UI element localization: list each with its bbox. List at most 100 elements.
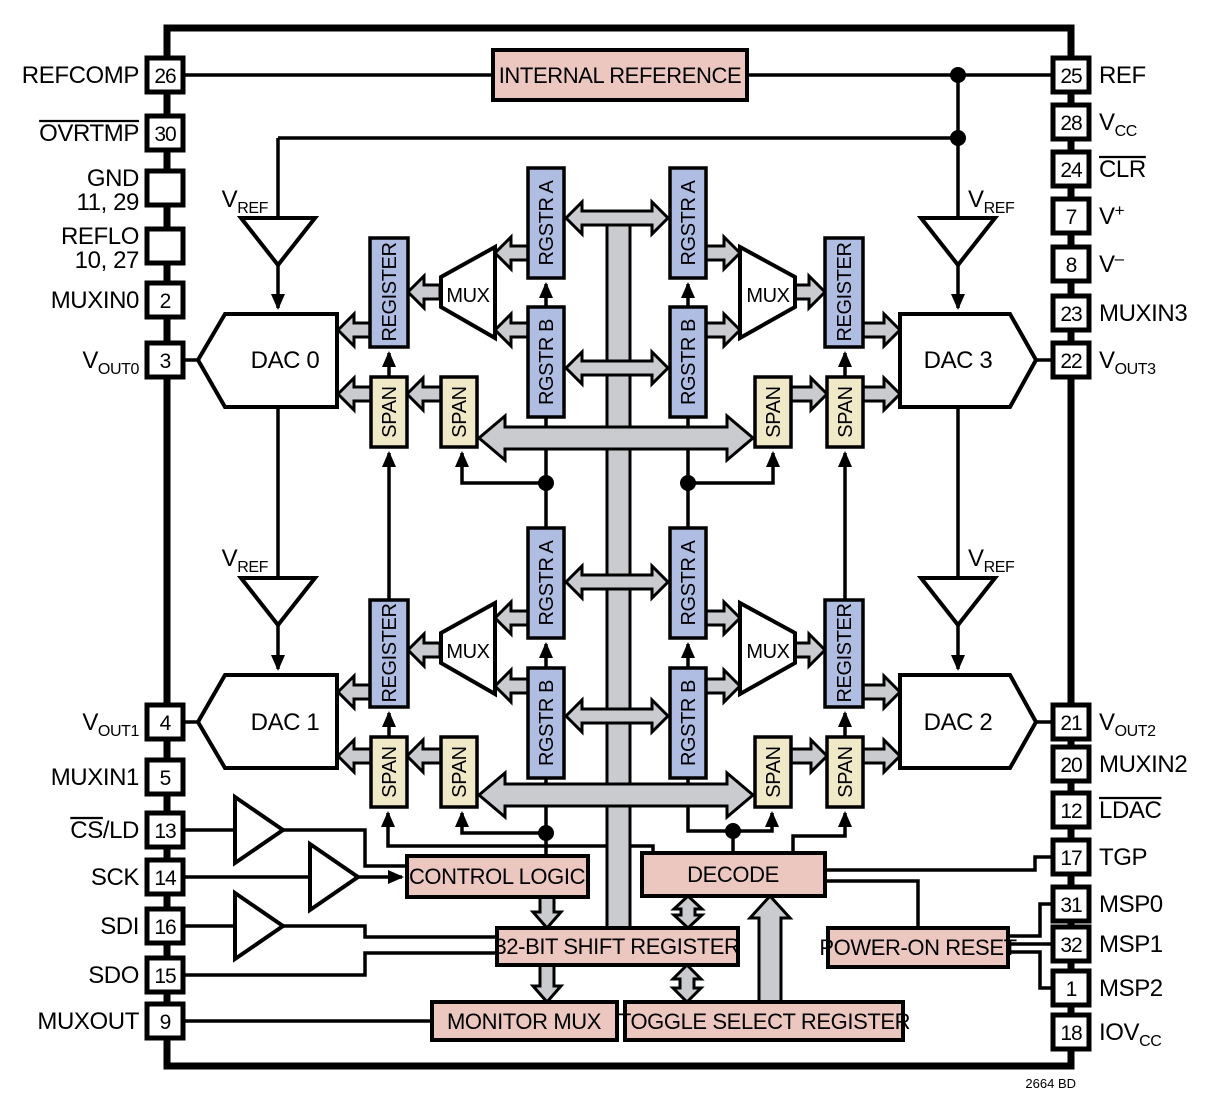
- pin-box: [144, 55, 186, 95]
- shift-register-block: [495, 926, 740, 967]
- pin-number: 15: [154, 965, 176, 988]
- span1-bottom-right-label: SPAN: [763, 746, 785, 797]
- toggle-select-register-block: [623, 1000, 905, 1042]
- shift-register-label: 32-BIT SHIFT REGISTER: [494, 934, 739, 959]
- vref-amp-top-left: [236, 216, 320, 269]
- monitor-mux-block: [430, 1000, 619, 1042]
- mux-top-right: [738, 243, 797, 342]
- arrow-span2-to-span1-tl: [404, 374, 443, 414]
- vref-label-bottom-left: VREF: [222, 545, 269, 576]
- pin-label-line2: 11, 29: [76, 189, 139, 216]
- rgstr-a-bottom-right: [668, 526, 708, 640]
- pin-box: [144, 906, 186, 946]
- pin-number: 4: [160, 712, 172, 735]
- pin-box: [144, 702, 186, 742]
- pin-label: TGP: [1099, 844, 1147, 871]
- pin-label: CS/LD: [70, 817, 139, 844]
- mux-top-right-label: MUX: [746, 285, 789, 307]
- span1-bottom-left: [369, 735, 409, 809]
- span2-top-right: [825, 375, 865, 449]
- pin-box: [1050, 744, 1092, 784]
- pin-label: MUXIN2: [1099, 751, 1187, 778]
- wire-42: [183, 951, 497, 977]
- register-bottom-left-label: REGISTER: [379, 603, 401, 702]
- pin-number: 13: [154, 820, 176, 843]
- vref-amp-top-right: [916, 216, 1000, 269]
- arrow-rgstrb-to-mux-bl: [492, 666, 530, 706]
- wire-34: [381, 811, 655, 853]
- csld-buffer: [233, 793, 287, 867]
- rgstr-b-bottom-left: [526, 666, 566, 780]
- arrow-rgstra-to-mux-tl: [492, 233, 530, 273]
- sdi-buffer: [233, 889, 287, 963]
- pin-box: [1050, 340, 1092, 380]
- pin-box: [1050, 968, 1092, 1008]
- register-bottom-right-label: REGISTER: [834, 603, 856, 702]
- pin-number: 8: [1066, 254, 1077, 277]
- pin-number: 26: [154, 65, 176, 88]
- register-top-left: [368, 236, 410, 349]
- pin-number: 25: [1060, 65, 1082, 88]
- span1-bottom-right: [753, 735, 793, 809]
- arrow-span1-to-span2-tr: [789, 374, 830, 414]
- rgstr-a-top-left: [526, 166, 566, 280]
- arrow-mux-to-register-br: [793, 630, 828, 670]
- pin-box: [144, 757, 186, 797]
- wire-41: [283, 924, 497, 939]
- rgstr-b-bottom-left-label: RGSTR B: [536, 680, 558, 766]
- pin-number: 9: [160, 1011, 171, 1034]
- bus-row-rgstr-a-top: [563, 198, 671, 238]
- pin-box: [1050, 884, 1092, 924]
- decode-label: DECODE: [687, 862, 779, 887]
- arrow-rgstra-to-mux-bl: [492, 598, 530, 638]
- function-blocks: DAC 0 DAC 3 DAC 1 DAC 2 MUX MUX MUX MUX …: [195, 48, 1039, 1042]
- pin-box: [1050, 102, 1092, 142]
- pin-label: MUXOUT: [37, 1008, 139, 1035]
- internal-reference-label: INTERNAL REFERENCE: [499, 63, 742, 88]
- pin-box: [144, 810, 186, 850]
- arrow-mux-to-register-tr: [793, 272, 828, 312]
- pin-box: [1050, 149, 1092, 189]
- pin-box: [1050, 837, 1092, 877]
- span1-top-left: [369, 375, 409, 449]
- pin-box: [144, 168, 186, 208]
- span-bus-bottom: [476, 769, 756, 821]
- mux-bottom-right-label: MUX: [746, 641, 789, 663]
- span1-top-right: [753, 375, 793, 449]
- register-bottom-left: [368, 598, 410, 709]
- span1-top-left-label: SPAN: [379, 386, 401, 437]
- pin-number: 5: [160, 767, 171, 790]
- pin-label: MSP1: [1099, 931, 1163, 958]
- span1-bottom-left-label: SPAN: [379, 746, 401, 797]
- span1-top-right-label: SPAN: [763, 386, 785, 437]
- pin-label: REFLO: [61, 223, 139, 250]
- junction-dots: [538, 67, 966, 841]
- power-on-reset-block: [826, 926, 1010, 969]
- arrow-span-to-dac3: [861, 374, 903, 414]
- pin-box: [144, 280, 186, 320]
- pin-number: 24: [1060, 159, 1083, 182]
- bus-row-rgstr-a-bottom: [563, 562, 671, 602]
- internal-reference-block: [491, 48, 749, 102]
- pin-box: [1050, 196, 1092, 236]
- vref-label-top-left: VREF: [222, 186, 269, 217]
- arrow-shift-to-monitor-mux: [529, 963, 565, 1005]
- rgstr-a-bottom-left: [526, 526, 566, 640]
- pin-number: 30: [154, 123, 176, 146]
